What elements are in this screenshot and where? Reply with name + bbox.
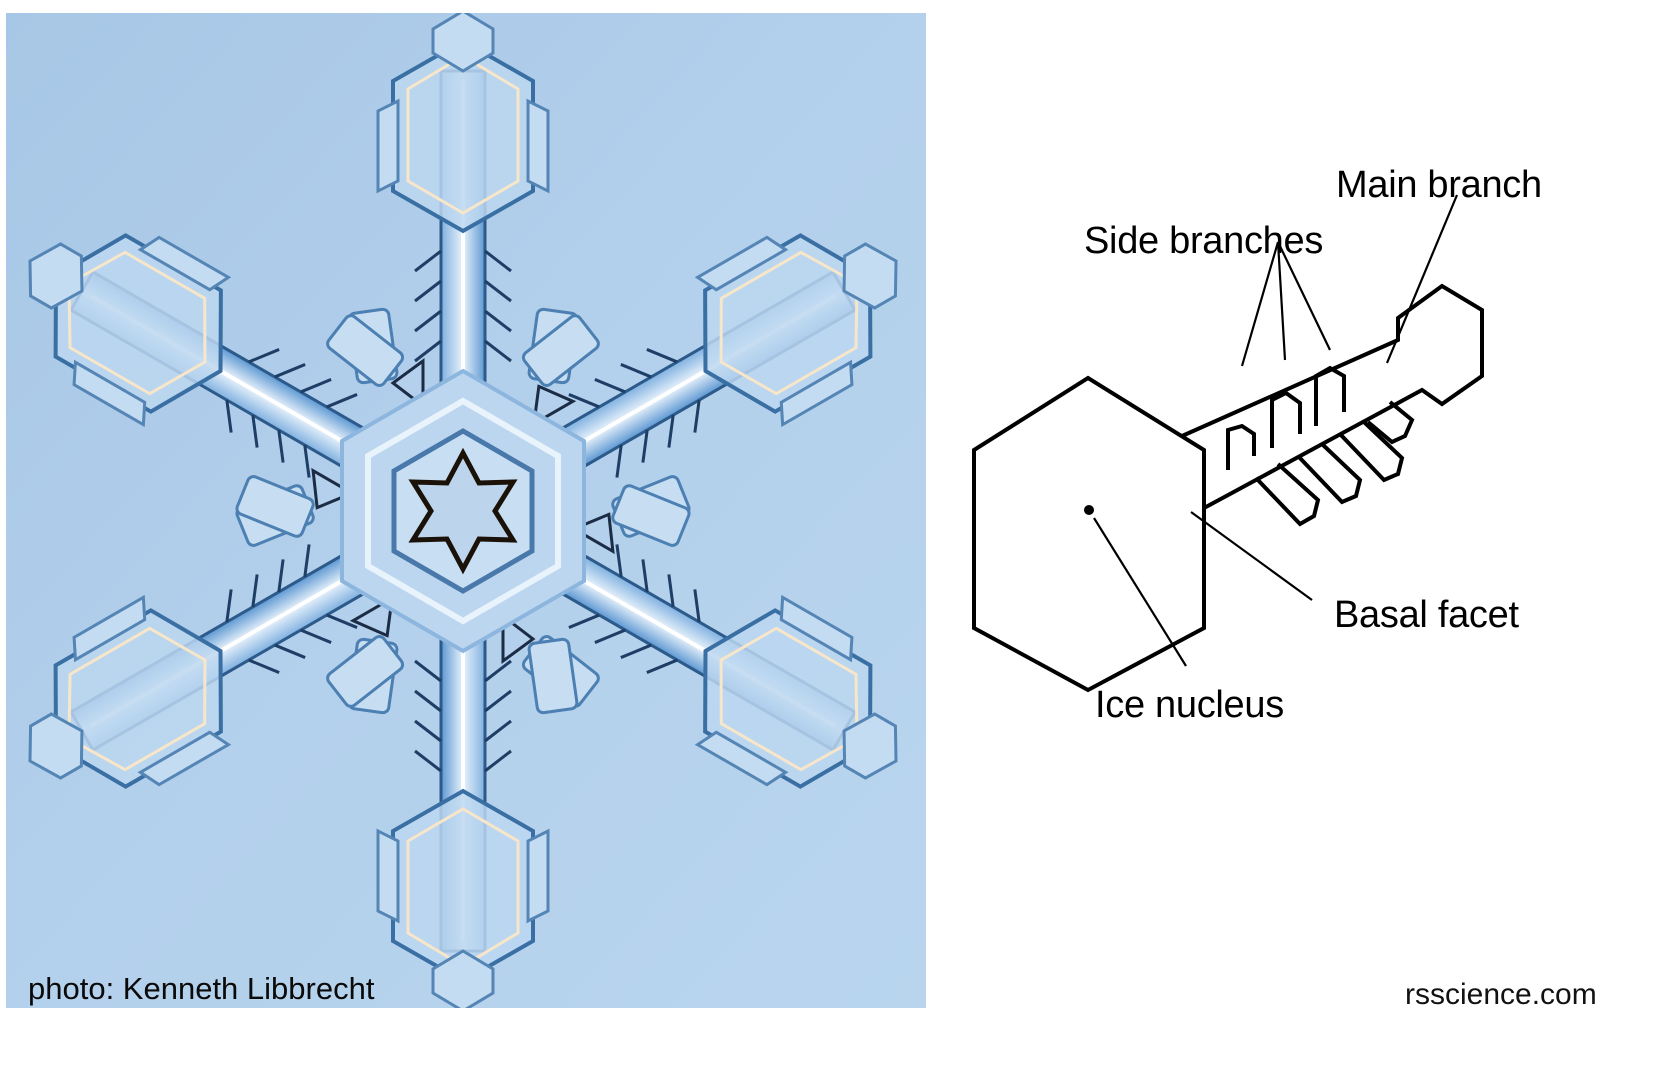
leader-basal-facet [1190, 511, 1313, 601]
label-basal-facet: Basal facet [1334, 594, 1519, 636]
ice-nucleus-dot [1084, 505, 1094, 515]
basal-facet-hexagon [972, 375, 1206, 693]
leader-ice-nucleus [1093, 517, 1187, 667]
leader-main-branch [1385, 194, 1459, 364]
dendrite-schematic [972, 194, 1484, 693]
leader-side-2 [1276, 241, 1287, 361]
snowflake-photo: photo: Kenneth Libbrecht [6, 13, 926, 1008]
snowflake-image [6, 13, 926, 1008]
snowflake-structure-diagram: Main branch Side branches Basal facet Ic… [960, 150, 1653, 750]
side-branch-4 [1254, 462, 1321, 527]
photo-credit: photo: Kenneth Libbrecht [28, 971, 375, 1006]
leader-side-3 [1277, 241, 1331, 351]
leader-side-1 [1240, 241, 1280, 367]
side-branch-1 [1226, 423, 1256, 470]
side-branch-7 [1366, 400, 1415, 445]
main-branch-shape [1181, 283, 1484, 510]
label-main-branch: Main branch [1336, 164, 1542, 206]
side-branch-5 [1296, 442, 1363, 505]
side-branch-2 [1270, 390, 1302, 448]
site-watermark: rsscience.com [1405, 978, 1597, 1011]
side-branch-6 [1338, 420, 1405, 483]
label-ice-nucleus: Ice nucleus [1095, 684, 1284, 726]
side-branch-3 [1314, 365, 1346, 426]
label-side-branches: Side branches [1084, 220, 1324, 262]
